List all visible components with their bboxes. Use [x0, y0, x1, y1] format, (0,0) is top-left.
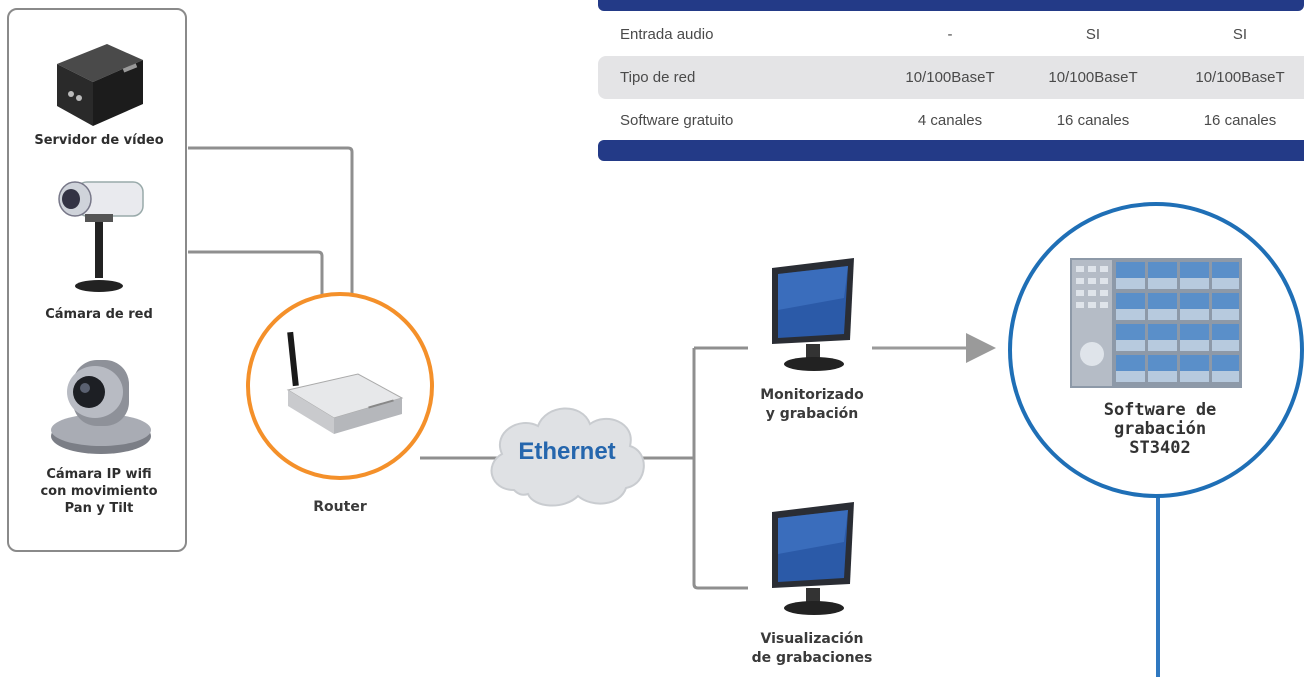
table-cell: 16 canales	[1056, 112, 1130, 129]
row-label: Software gratuito	[620, 112, 734, 129]
table-cell: 4 canales	[917, 112, 983, 129]
table-cell: SI	[1232, 26, 1248, 43]
table-cell: 10/100BaseT	[905, 69, 995, 86]
row-label: Entrada audio	[620, 26, 714, 43]
router-label: Router	[313, 499, 367, 515]
ptz-camera-label: Cámara IP wifi con movimiento Pan y Tilt	[40, 467, 158, 516]
device-panel: Servidor de vídeo Cámara de red Cámara I…	[7, 8, 187, 552]
ethernet-label: Ethernet	[518, 438, 616, 465]
monitoring-label: Monitorizado y grabación	[760, 387, 864, 422]
table-row: Tipo de red 10/100BaseT 10/100BaseT 10/1…	[598, 56, 1304, 99]
table-cell: 10/100BaseT	[1048, 69, 1138, 86]
video-server-label: Servidor de vídeo	[34, 133, 164, 148]
ethernet-cloud-icon	[490, 407, 645, 507]
spec-table: Entrada audio - SI SI Tipo de red 10/100…	[598, 0, 1304, 162]
wire-camera-to-router	[188, 250, 324, 298]
monitor-icon	[772, 502, 854, 615]
software-label: Software de grabación ST3402	[1103, 400, 1217, 458]
router-icon	[286, 331, 404, 434]
wire-video-server-to-router	[188, 146, 354, 300]
table-cell: -	[947, 26, 953, 43]
network-camera-label: Cámara de red	[45, 307, 153, 322]
table-row: Entrada audio - SI SI	[598, 13, 1304, 56]
software-screenshot-icon	[1070, 258, 1242, 388]
table-cell: SI	[1085, 26, 1101, 43]
monitor-icon	[772, 258, 854, 371]
wire-ethernet-to-pcs	[640, 346, 748, 590]
table-cell: 16 canales	[1203, 112, 1277, 129]
row-label: Tipo de red	[620, 69, 696, 86]
network-camera-icon	[58, 181, 144, 292]
video-server-icon	[57, 44, 143, 126]
table-bottom-bar	[598, 140, 1304, 161]
table-cell: 10/100BaseT	[1195, 69, 1285, 86]
ptz-camera-icon	[51, 360, 151, 454]
table-row: Software gratuito 4 canales 16 canales 1…	[598, 99, 1304, 142]
playback-label: Visualización de grabaciones	[751, 631, 873, 666]
table-top-bar	[598, 0, 1304, 11]
